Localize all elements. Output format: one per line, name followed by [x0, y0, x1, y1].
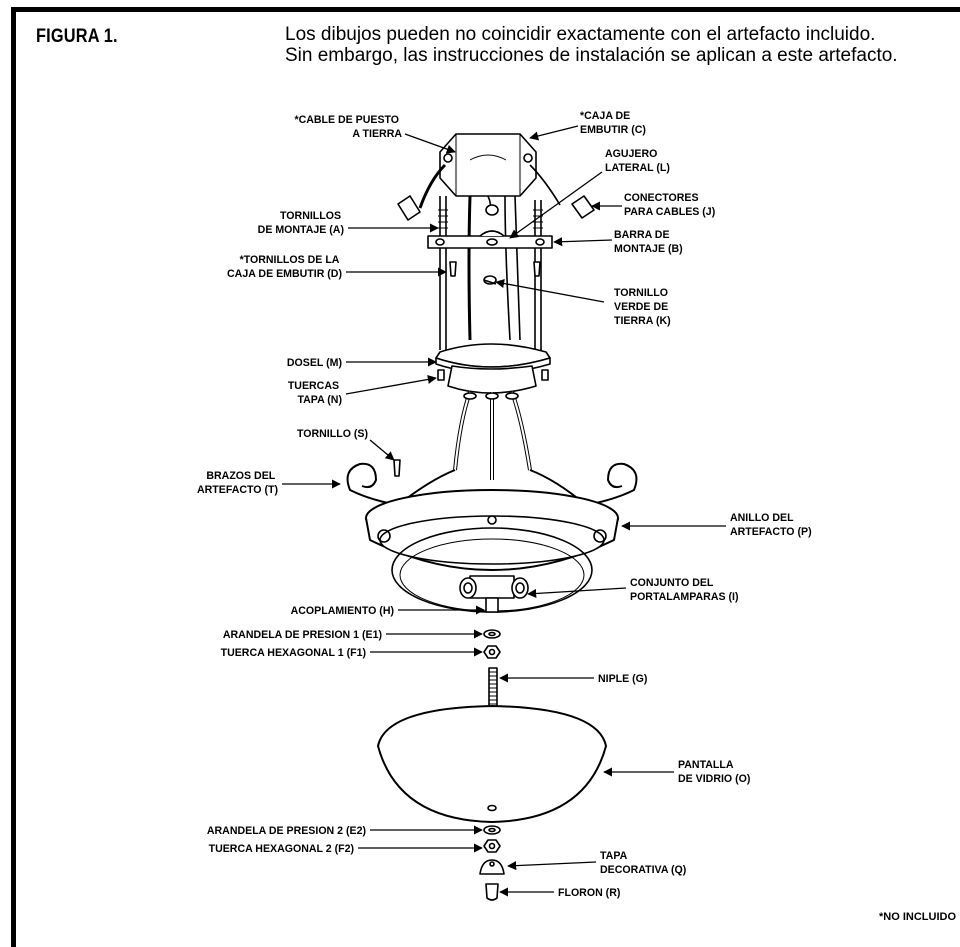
- fixture-ring: [365, 489, 619, 613]
- label-fixture-arms: BRAZOS DEL ARTEFACTO (T): [197, 470, 278, 496]
- nipple: [488, 667, 498, 709]
- wire-connectors: [397, 195, 595, 221]
- fixture-stems: [453, 391, 532, 480]
- label-box-screws: *TORNILLOS DE LA CAJA DE EMBUTIR (D): [227, 254, 342, 280]
- label-lock-washer-1: ARANDELA DE PRESION 1 (E1): [223, 629, 382, 641]
- figure-frame: [11, 7, 960, 947]
- label-screw: TORNILLO (S): [297, 428, 368, 440]
- lock-washer-1: [483, 629, 501, 639]
- label-side-hole: AGUJERO LATERAL (L): [605, 148, 670, 174]
- decorative-cap: [479, 859, 505, 875]
- label-mounting-bar: BARRA DE MONTAJE (B): [614, 229, 683, 255]
- disclaimer-line-1: Los dibujos pueden no coincidir exactame…: [285, 24, 876, 45]
- label-hex-nut-2: TUERCA HEXAGONAL 2 (F2): [209, 843, 354, 855]
- junction-box: [439, 133, 537, 197]
- label-glass-shade: PANTALLA DE VIDRIO (O): [678, 759, 750, 785]
- label-cap-nuts: TUERCAS TAPA (N): [288, 380, 342, 406]
- label-finial: FLORON (R): [558, 887, 620, 899]
- hex-nut-1: [483, 645, 501, 659]
- lock-washer-2: [483, 825, 501, 835]
- label-fixture-ring: ANILLO DEL ARTEFACTO (P): [730, 512, 812, 538]
- label-mounting-screws: TORNILLOS DE MONTAJE (A): [258, 210, 344, 236]
- canopy: [435, 343, 551, 394]
- label-socket-assembly: CONJUNTO DEL PORTALAMPARAS (I): [630, 577, 738, 603]
- coupling: [485, 597, 499, 613]
- socket-assembly: [459, 575, 529, 599]
- label-junction-box: *CAJA DE EMBUTIR (C): [580, 110, 646, 136]
- arm-screw: [393, 459, 401, 477]
- not-included-footnote: *NO INCLUIDO: [879, 911, 956, 923]
- label-decorative-cap: TAPA DECORATIVA (Q): [600, 850, 686, 876]
- label-nipple: NIPLE (G): [598, 673, 647, 685]
- leader-lines: [282, 125, 726, 897]
- ground-screw: [483, 275, 497, 285]
- figure-title: FIGURA 1.: [36, 26, 118, 47]
- hex-nut-2: [483, 839, 501, 853]
- mounting-bar: [427, 230, 553, 249]
- callout-labels: *CABLE DE PUESTO A TIERRA *CAJA DE EMBUT…: [197, 110, 812, 899]
- disclaimer-line-2: Sin embargo, las instrucciones de instal…: [285, 45, 898, 66]
- glass-shade: [377, 705, 607, 823]
- label-wire-connectors: CONECTORES PARA CABLES (J): [624, 192, 715, 218]
- label-canopy: DOSEL (M): [287, 357, 342, 369]
- label-green-ground-screw: TORNILLO VERDE DE TIERRA (K): [614, 287, 671, 327]
- disclaimer-text: Los dibujos pueden no coincidir exactame…: [285, 24, 898, 66]
- label-coupling: ACOPLAMIENTO (H): [291, 605, 394, 617]
- label-ground-cable: *CABLE DE PUESTO A TIERRA: [294, 114, 402, 140]
- finial: [485, 883, 499, 901]
- junction-box-screws: [449, 261, 541, 277]
- label-lock-washer-2: ARANDELA DE PRESION 2 (E2): [207, 825, 366, 837]
- label-hex-nut-1: TUERCA HEXAGONAL 1 (F1): [221, 647, 366, 659]
